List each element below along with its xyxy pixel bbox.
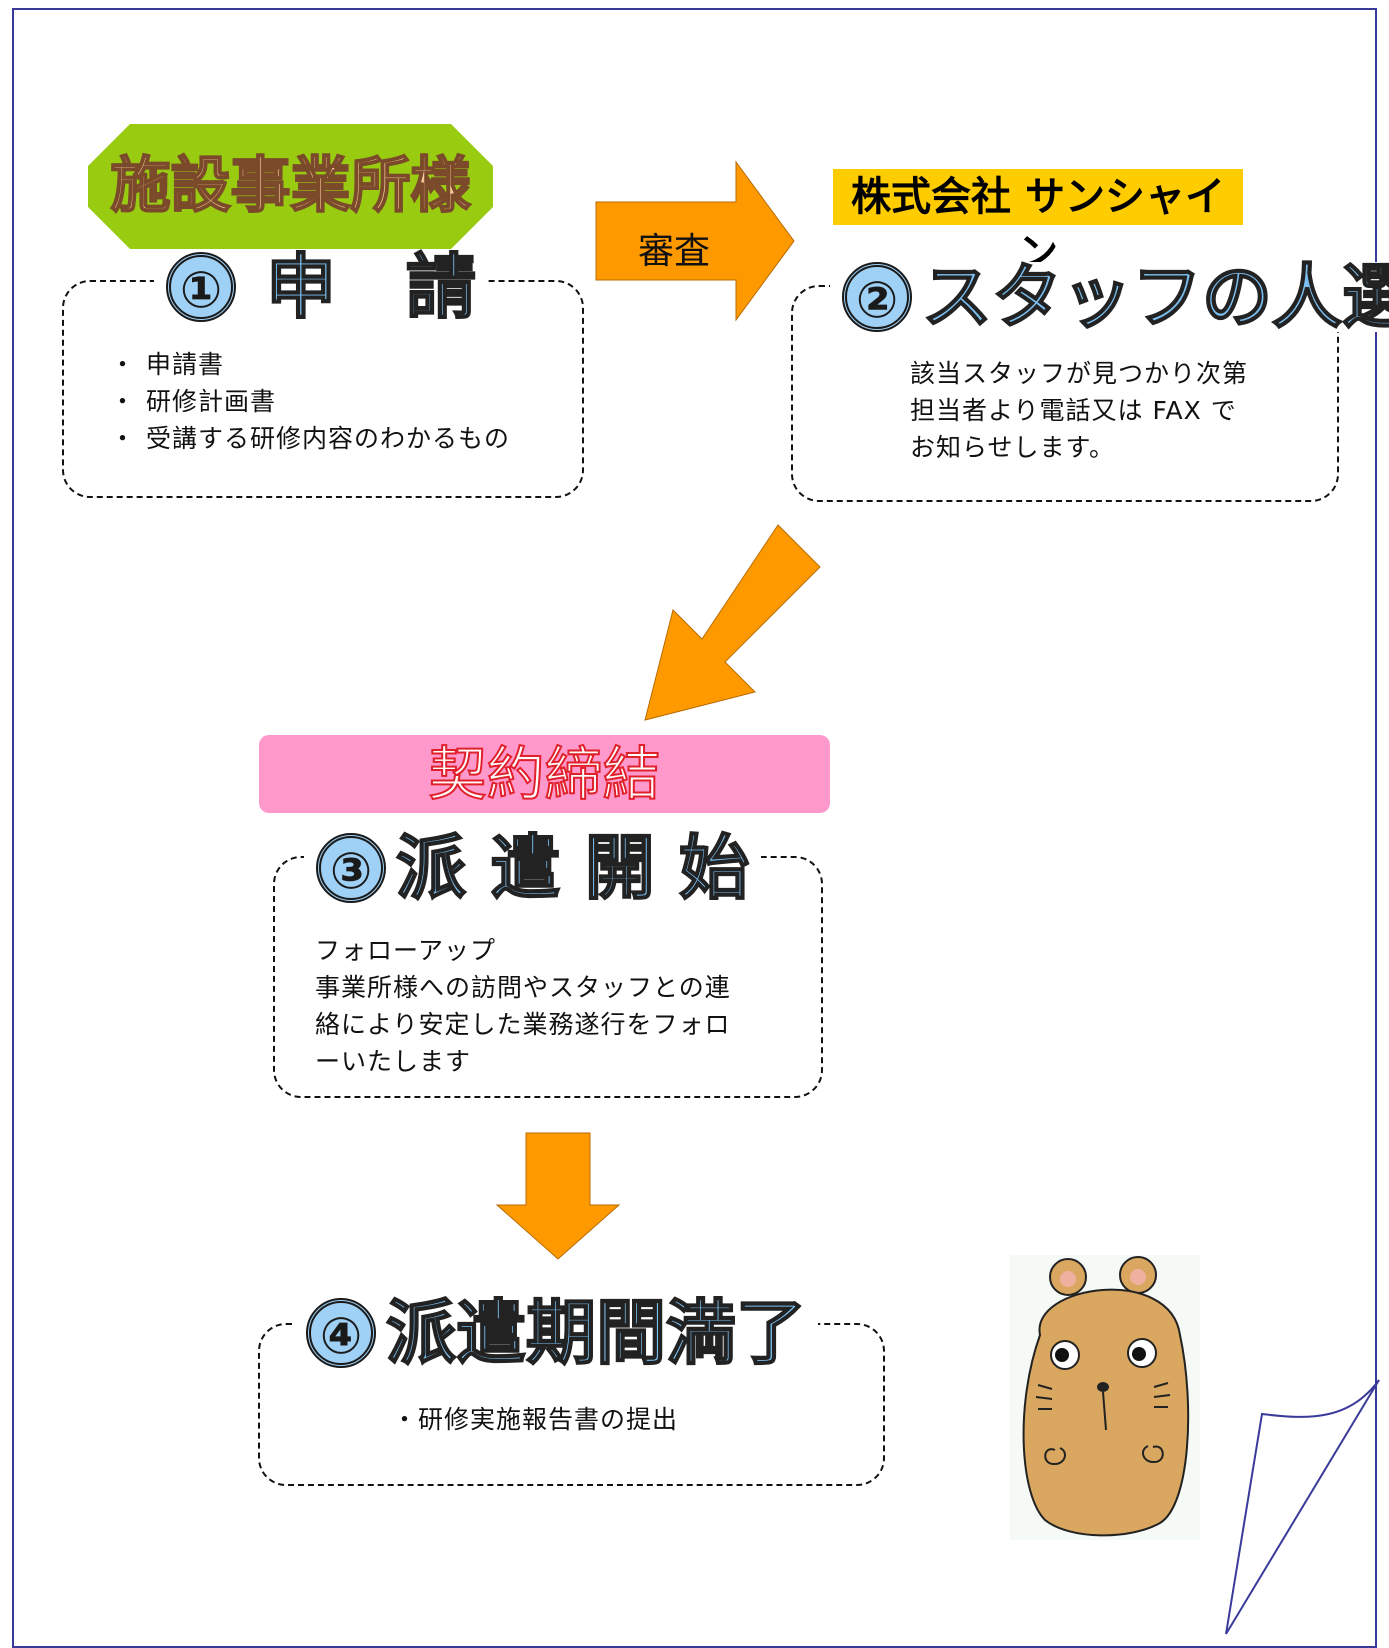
step4-text: ・研修実施報告書の提出 xyxy=(392,1401,678,1438)
step2-number: ② xyxy=(842,262,912,332)
text-line: ーいたします xyxy=(315,1047,472,1076)
step3-text: フォローアップ 事業所様への訪問やスタッフとの連 絡により安定した業務遂行をフォ… xyxy=(315,932,731,1080)
step4-heading: 派遣期間満了 xyxy=(385,1292,807,1374)
text-line: 絡により安定した業務遂行をフォロ xyxy=(315,1010,731,1039)
text-line: お知らせします。 xyxy=(910,433,1116,462)
text-line: 該当スタッフが見つかり次第 xyxy=(910,359,1249,388)
list-item: 申請書 xyxy=(110,346,510,383)
client-label-shape xyxy=(88,124,493,249)
step2-heading: スタッフの人選 xyxy=(921,256,1389,338)
text-line: フォローアップ xyxy=(315,936,497,965)
text-line: 担当者より電話又は FAX で xyxy=(910,396,1237,425)
company-label: 株式会社 サンシャイン xyxy=(833,169,1243,276)
text-line: ・研修実施報告書の提出 xyxy=(392,1405,679,1434)
contract-label: 契約締結 xyxy=(259,735,830,813)
list-item: 受講する研修内容のわかるもの xyxy=(110,420,510,457)
step2-text: 該当スタッフが見つかり次第 担当者より電話又は FAX で お知らせします。 xyxy=(910,355,1248,466)
step1-heading: 申 請 xyxy=(265,246,477,328)
list-item: 研修計画書 xyxy=(110,383,510,420)
page-curl xyxy=(1225,1379,1380,1635)
review-arrow xyxy=(595,160,795,322)
step3-number: ③ xyxy=(316,833,386,903)
text-line: 事業所様への訪問やスタッフとの連 xyxy=(315,973,731,1002)
down-arrow xyxy=(495,1132,621,1260)
step4-number: ④ xyxy=(306,1298,376,1368)
step1-number: ① xyxy=(166,252,236,322)
mascot-illustration xyxy=(1010,1255,1200,1540)
client-label: 施設事業所様 xyxy=(110,150,472,222)
step1-list: 申請書 研修計画書 受講する研修内容のわかるもの xyxy=(110,346,510,457)
review-label: 審査 xyxy=(638,231,711,272)
diagonal-arrow xyxy=(644,524,821,721)
step3-heading: 派 遣 開 始 xyxy=(395,827,750,909)
